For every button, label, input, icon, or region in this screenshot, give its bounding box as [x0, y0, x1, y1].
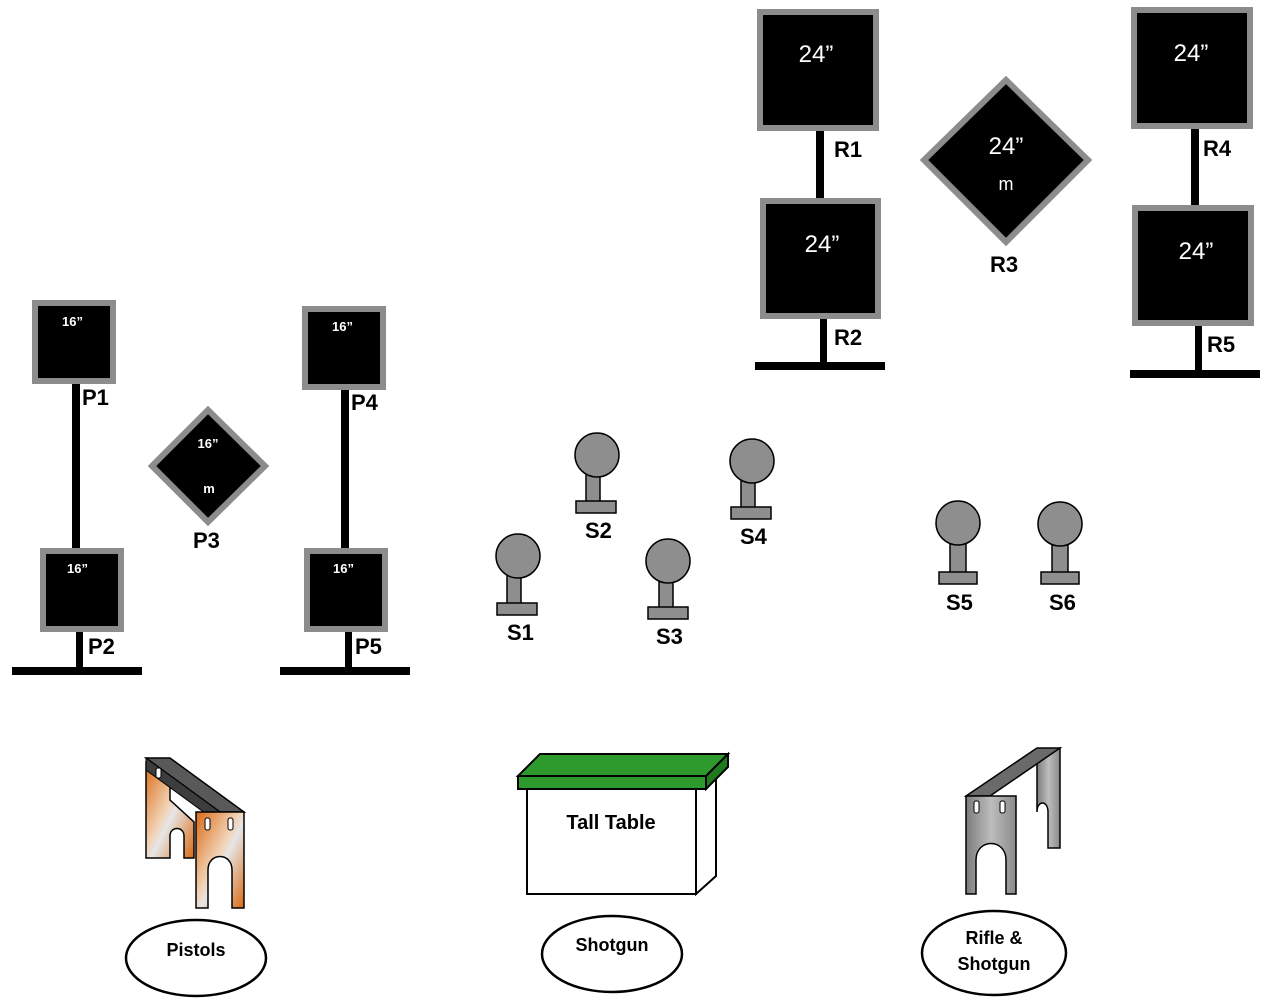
rifle-stand-r4-r5 — [1130, 120, 1260, 378]
s4-label: S4 — [740, 524, 768, 549]
rifle-target-r3: 24” m — [919, 75, 1093, 247]
p3-mark-label: m — [203, 481, 215, 496]
s5-label: S5 — [946, 590, 973, 615]
r3-mark-label: m — [999, 174, 1014, 194]
shotgun-target-s1 — [495, 533, 541, 616]
shotgun-target-s6 — [1037, 501, 1083, 585]
shotgun-target-s4 — [729, 438, 775, 520]
r1-label: R1 — [834, 137, 862, 162]
pistol-target-p5: 16” — [304, 548, 388, 632]
pistol-target-p3: 16” m — [147, 405, 270, 527]
pistols-station: Pistols — [124, 918, 268, 998]
r4-size-label: 24” — [1174, 40, 1209, 67]
p2-size-label: 16” — [67, 561, 88, 576]
shotgun-target-s3 — [645, 538, 691, 620]
p3-size-label: 16” — [198, 436, 219, 451]
rifle-stand-r1-r2 — [755, 120, 885, 370]
p1-size-label: 16” — [62, 314, 83, 329]
r3-size-label: 24” — [989, 133, 1024, 160]
rifle-shotgun-barrel-prop-icon — [963, 746, 1063, 895]
p3-label: P3 — [193, 528, 220, 553]
rifle-target-r2: 24” — [760, 198, 881, 319]
pistol-stand-p4-p5 — [280, 386, 410, 675]
p5-size-label: 16” — [333, 561, 354, 576]
tall-table-prop — [515, 751, 731, 897]
rifle-target-r5: 24” — [1132, 205, 1254, 326]
shotgun-target-s2 — [574, 432, 620, 514]
r4-label: R4 — [1203, 136, 1232, 161]
rifle-shotgun-station: Rifle & Shotgun — [920, 909, 1068, 997]
s1-label: S1 — [507, 620, 534, 645]
r5-label: R5 — [1207, 332, 1235, 357]
shotgun-station-label: Shotgun — [576, 935, 649, 955]
pistols-station-label: Pistols — [166, 940, 225, 960]
rifle-shotgun-station-label-line2: Shotgun — [958, 954, 1031, 974]
r2-size-label: 24” — [805, 231, 840, 258]
pistol-target-p1: 16” — [32, 300, 116, 384]
shotgun-target-s5 — [935, 500, 981, 585]
r5-size-label: 24” — [1179, 238, 1214, 265]
shotgun-station: Shotgun — [540, 914, 684, 994]
p4-label: P4 — [351, 390, 379, 415]
r3-label: R3 — [990, 252, 1018, 277]
s6-label: S6 — [1049, 590, 1076, 615]
pistol-target-p2: 16” — [40, 548, 124, 632]
rifle-target-r4: 24” — [1131, 7, 1253, 129]
p5-label: P5 — [355, 634, 382, 659]
pistol-target-p4: 16” — [302, 306, 386, 390]
p4-size-label: 16” — [332, 319, 353, 334]
p1-label: P1 — [82, 385, 109, 410]
s2-label: S2 — [585, 518, 612, 543]
s3-label: S3 — [656, 624, 683, 649]
r1-size-label: 24” — [799, 41, 834, 68]
pistol-barrel-prop-icon — [143, 757, 247, 909]
pistol-stand-p1-p2 — [12, 380, 142, 675]
r2-label: R2 — [834, 325, 862, 350]
p2-label: P2 — [88, 634, 115, 659]
rifle-target-r1: 24” — [757, 9, 879, 131]
tall-table-label: Tall Table — [566, 812, 655, 834]
rifle-shotgun-station-label-line1: Rifle & — [965, 928, 1022, 948]
